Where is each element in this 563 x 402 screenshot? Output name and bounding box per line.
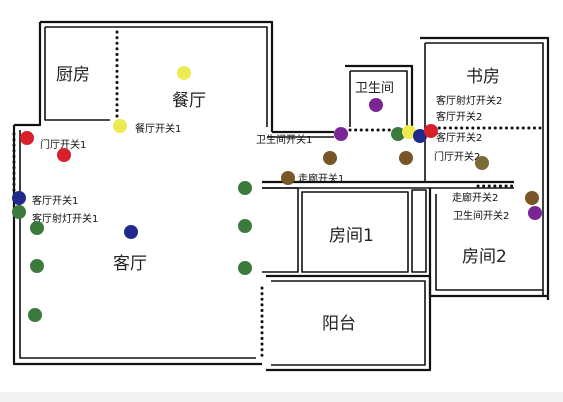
dots <box>12 66 542 322</box>
wall-study-outer <box>420 36 550 300</box>
callout-living1: 客厅开关1 <box>32 194 78 207</box>
dot-living-light <box>124 225 138 239</box>
label-room1: 房间1 <box>329 226 374 246</box>
dot-spot-right-2 <box>238 219 252 233</box>
wall-room2-inner <box>435 194 543 291</box>
wall-bath <box>345 64 414 132</box>
bottom-strip <box>0 392 563 402</box>
dot-spot-left-1 <box>30 221 44 235</box>
dot-bath-switch-2 <box>528 206 542 220</box>
wall-bath-inner <box>349 70 408 127</box>
callout-door1: 门厅开关1 <box>40 138 86 151</box>
callout-corridor1: 走廊开关1 <box>298 172 344 185</box>
wall-top-dining <box>40 20 274 132</box>
label-bathroom: 卫生间 <box>355 81 394 96</box>
callout-restaurant1: 餐厅开关1 <box>135 122 181 135</box>
dot-corridor-light-1 <box>323 151 337 165</box>
switch-callouts: 餐厅开关1 门厅开关1 客厅开关1 客厅射灯开关1 卫生间开关1 走廊开关1 客… <box>32 94 509 225</box>
dot-corridor-switch-2 <box>525 191 539 205</box>
wall-living-outer <box>12 125 262 366</box>
dot-spot-switch <box>12 205 26 219</box>
wall-living-inner <box>19 130 256 359</box>
dot-bath-switch-1 <box>334 127 348 141</box>
callout-bath1: 卫生间开关1 <box>256 133 312 146</box>
label-dining: 餐厅 <box>172 91 206 111</box>
callout-bath2: 卫生间开关2 <box>453 209 509 222</box>
label-balcony: 阳台 <box>322 314 356 334</box>
wall-closet-left <box>262 187 299 273</box>
dot-dining-light <box>177 66 191 80</box>
dot-dining-switch <box>113 119 127 133</box>
wall-closet-right <box>411 189 427 273</box>
wall-balcony <box>266 274 432 372</box>
dot-spot-left-3 <box>28 308 42 322</box>
dot-cluster-red <box>424 124 438 138</box>
callout-livingspot1: 客厅射灯开关1 <box>32 212 98 225</box>
dot-corridor-switch-1 <box>281 171 295 185</box>
dot-spot-right-1 <box>238 181 252 195</box>
dot-corridor-light-3 <box>475 156 489 170</box>
wall-kitchen-left <box>14 22 42 127</box>
label-room2: 房间2 <box>462 247 507 267</box>
label-kitchen: 厨房 <box>56 65 90 85</box>
callout-living2b: 客厅开关2 <box>436 131 482 144</box>
label-living: 客厅 <box>113 254 147 274</box>
dot-spot-left-2 <box>30 259 44 273</box>
callout-corridor2: 走廊开关2 <box>452 191 498 204</box>
label-study: 书房 <box>466 67 500 87</box>
wall-top-dining-inner <box>45 26 268 127</box>
wall-kitchen-bottom <box>44 27 110 121</box>
dot-cluster-green <box>391 127 405 141</box>
dot-living-switch <box>12 191 26 205</box>
callout-livingspot2: 客厅射灯开关2 <box>436 94 502 107</box>
callout-door2: 门厅开关2 <box>434 150 480 163</box>
dot-cluster-yellow <box>402 125 416 139</box>
wall-study-inner <box>425 42 544 295</box>
dot-entry-red-1 <box>20 131 34 145</box>
dot-cluster-navy <box>413 129 427 143</box>
dot-entry-red-2 <box>57 148 71 162</box>
dot-corridor-light-2 <box>399 151 413 165</box>
callout-living2a: 客厅开关2 <box>436 110 482 123</box>
dot-spot-right-3 <box>238 261 252 275</box>
dot-bath-light <box>369 98 383 112</box>
wall-balcony-inner <box>271 280 426 366</box>
wall-room1 <box>301 191 409 273</box>
room-labels: 厨房 餐厅 卫生间 书房 客厅 房间1 房间2 阳台 <box>56 65 507 334</box>
